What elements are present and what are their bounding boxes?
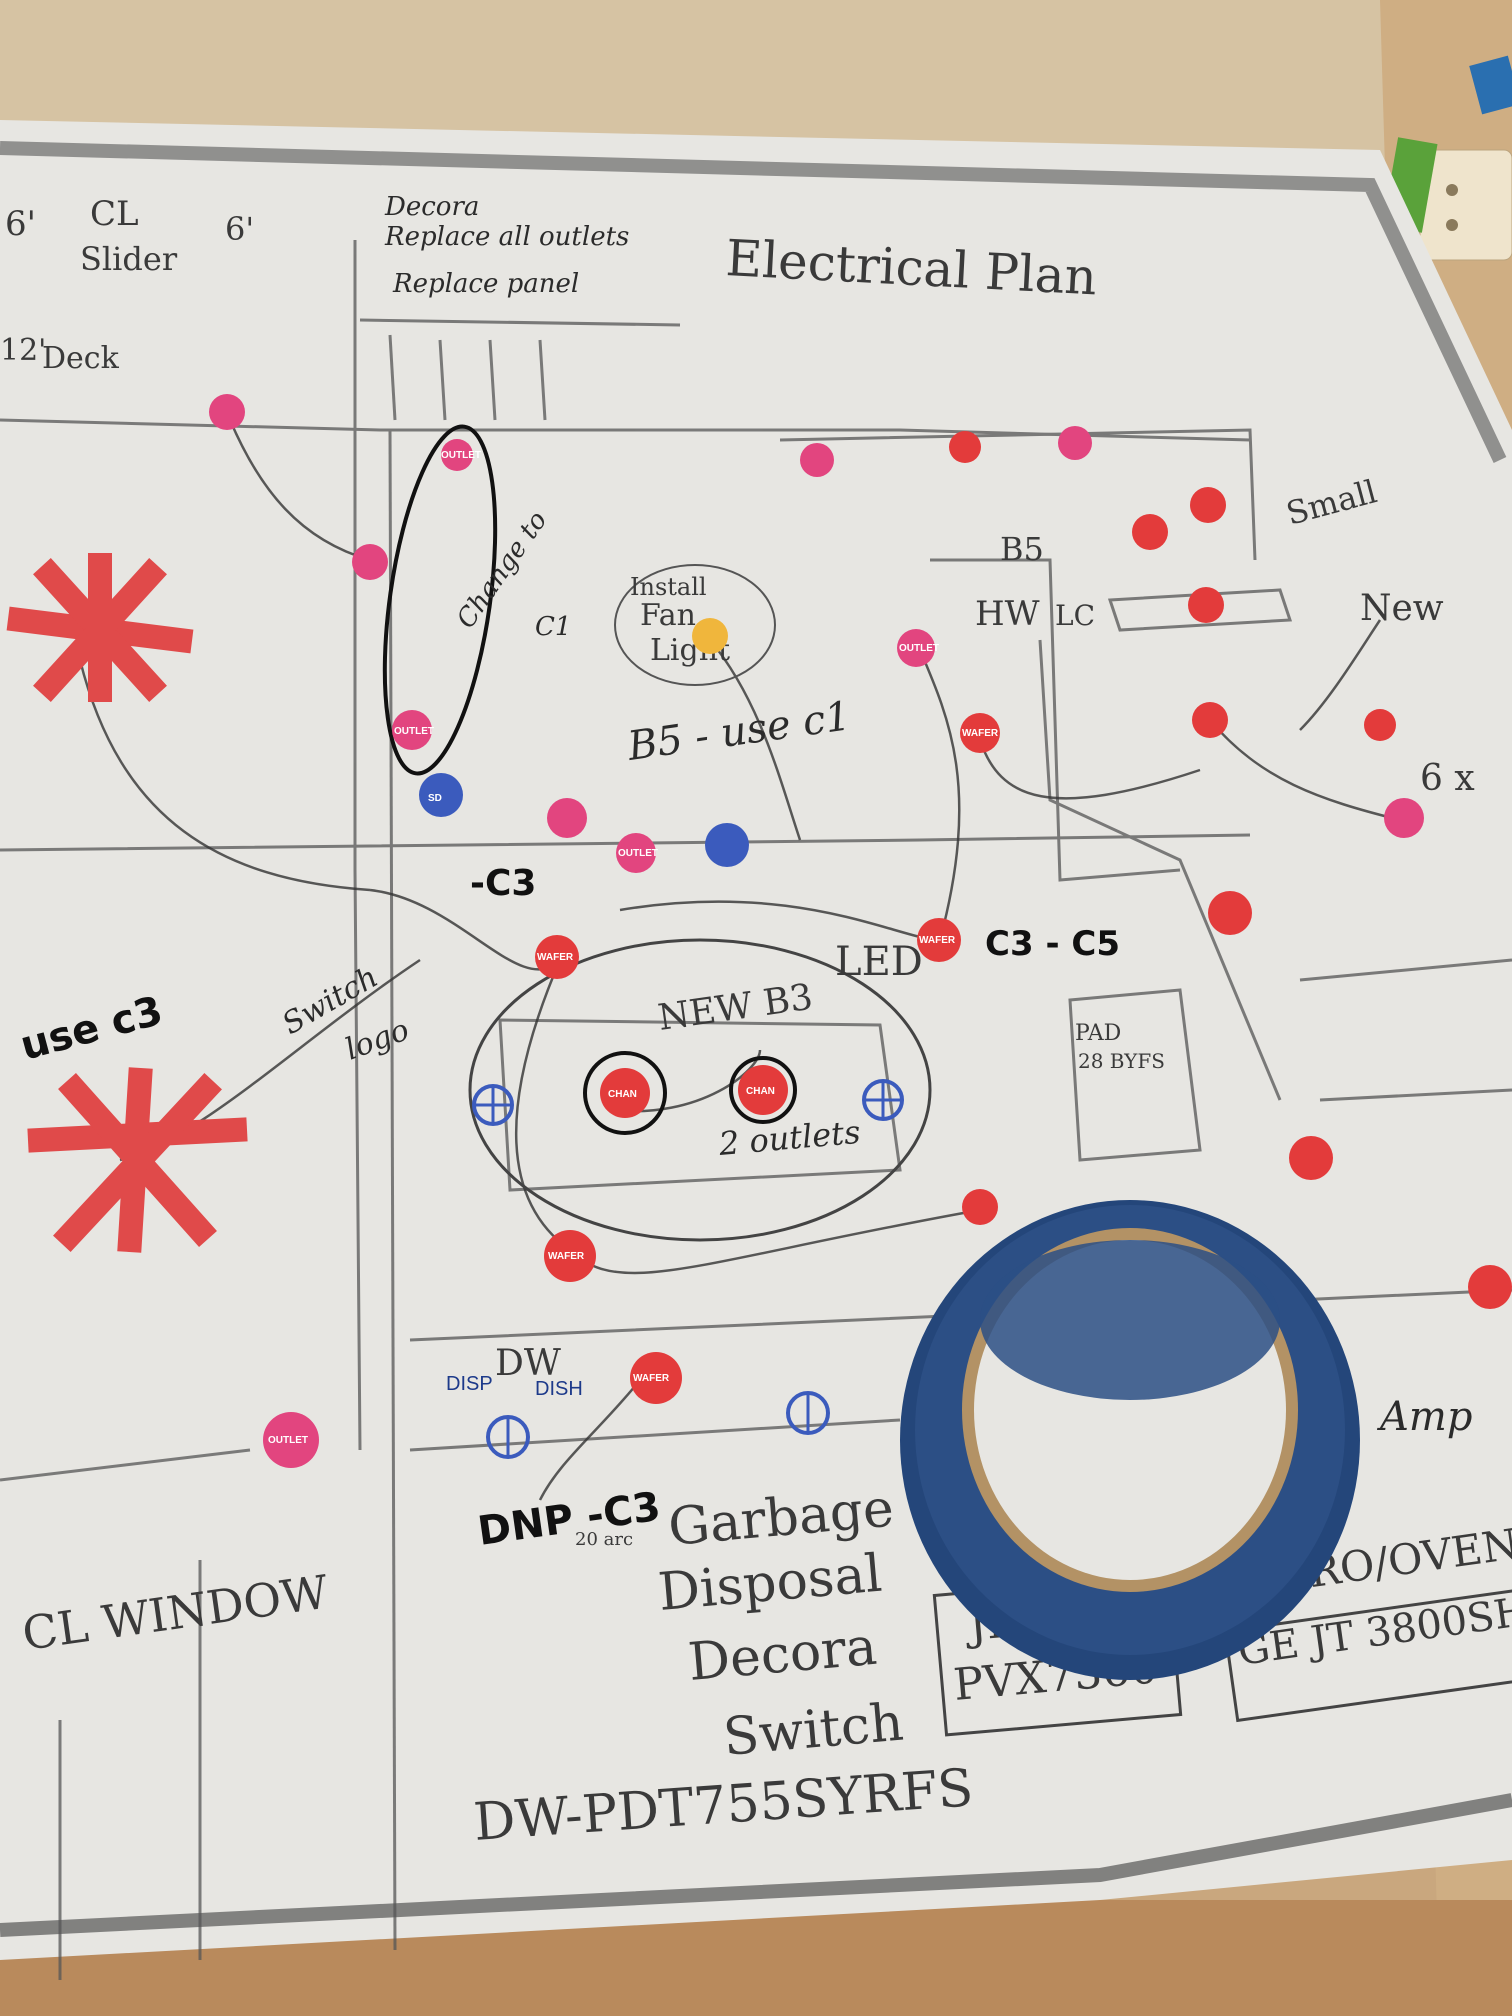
outlet-dot [897,629,935,667]
outlet-dot [209,394,245,430]
dish-label: DISH [535,1378,583,1400]
outlet-dot [441,439,473,471]
note-replace-panel: Replace panel [392,269,579,299]
svg-text:OUTLET: OUTLET [394,726,434,737]
label-pad-model: 28 BYFS [1078,1049,1165,1073]
label-fan: Fan [640,598,696,633]
label-c3-c5: C3 - C5 [985,924,1120,964]
label-lc: LC [1055,599,1095,632]
outlet-dot [263,1412,319,1468]
fan-circle [614,564,776,686]
sd-label: SD [428,793,442,804]
red-tape-asterisk-2 [27,1067,248,1253]
label-dw: DW [495,1343,561,1384]
outlet-dot [1384,798,1424,838]
red-tape-asterisk-1 [6,553,194,702]
outlet-dot [547,798,587,838]
pencil-walls [0,240,1512,1980]
outlet-dot [800,443,834,477]
svg-text:OUTLET: OUTLET [899,643,939,654]
label-slider: Slider [80,240,178,278]
svg-text:OUTLET: OUTLET [441,450,481,461]
blue-tape-piece [1469,55,1512,115]
wafer-stickers: WAFER WAFER WAFER WAFER WAFER [535,431,1512,1404]
label-20-arc: 20 arc [575,1529,633,1550]
svg-text:WAFER: WAFER [962,728,999,739]
label-cl: CL [90,194,139,234]
label-b5-right: B5 [1000,530,1044,568]
note-decora: Decora [384,192,479,222]
outlet-dot [352,544,388,580]
label-12ft: 12' [0,333,46,368]
svg-text:WAFER: WAFER [548,1251,585,1262]
label-c3: -C3 [470,863,536,904]
outlet-dot [1058,426,1092,460]
ge-box [1223,1587,1512,1723]
svg-text:OUTLET: OUTLET [618,848,658,859]
label-6ft-left: 6' [5,204,36,244]
paper-border-bottom [0,1793,1512,1937]
chandelier-stickers: CHAN CHAN [583,1051,797,1135]
paper-border [0,141,1507,463]
label-led: LED [835,939,923,985]
loop-oval [382,424,498,776]
label-new-right: New [1360,588,1444,629]
label-pad: PAD [1075,1021,1121,1046]
label-c1: C1 [535,612,571,642]
label-6x: 6 x [1420,758,1475,799]
svg-text:OUTLET: OUTLET [268,1435,308,1446]
svg-text:WAFER: WAFER [919,935,956,946]
fan-dot [692,618,728,654]
label-6ft-right: 6' [225,210,254,248]
wall-outlet [1419,149,1512,261]
outlet-stickers: OUTLET OUTLET OUTLET OUTLET OUTLET [209,394,1424,1468]
outlet-dot [392,710,432,750]
label-deck: Deck [42,341,120,376]
label-hw: HW [975,594,1040,634]
label-install: Install [630,573,707,601]
svg-text:WAFER: WAFER [537,952,574,963]
tape-roll [900,1200,1360,1680]
disp-label: DISP [446,1373,493,1395]
outlet-dot [616,833,656,873]
note-replace-outlets: Replace all outlets [384,222,629,252]
svg-text:WAFER: WAFER [633,1373,670,1384]
svg-text:CHAN: CHAN [746,1086,775,1097]
island-outline [468,938,932,1242]
svg-text:CHAN: CHAN [608,1089,637,1100]
label-amp: Amp [1376,1394,1472,1440]
